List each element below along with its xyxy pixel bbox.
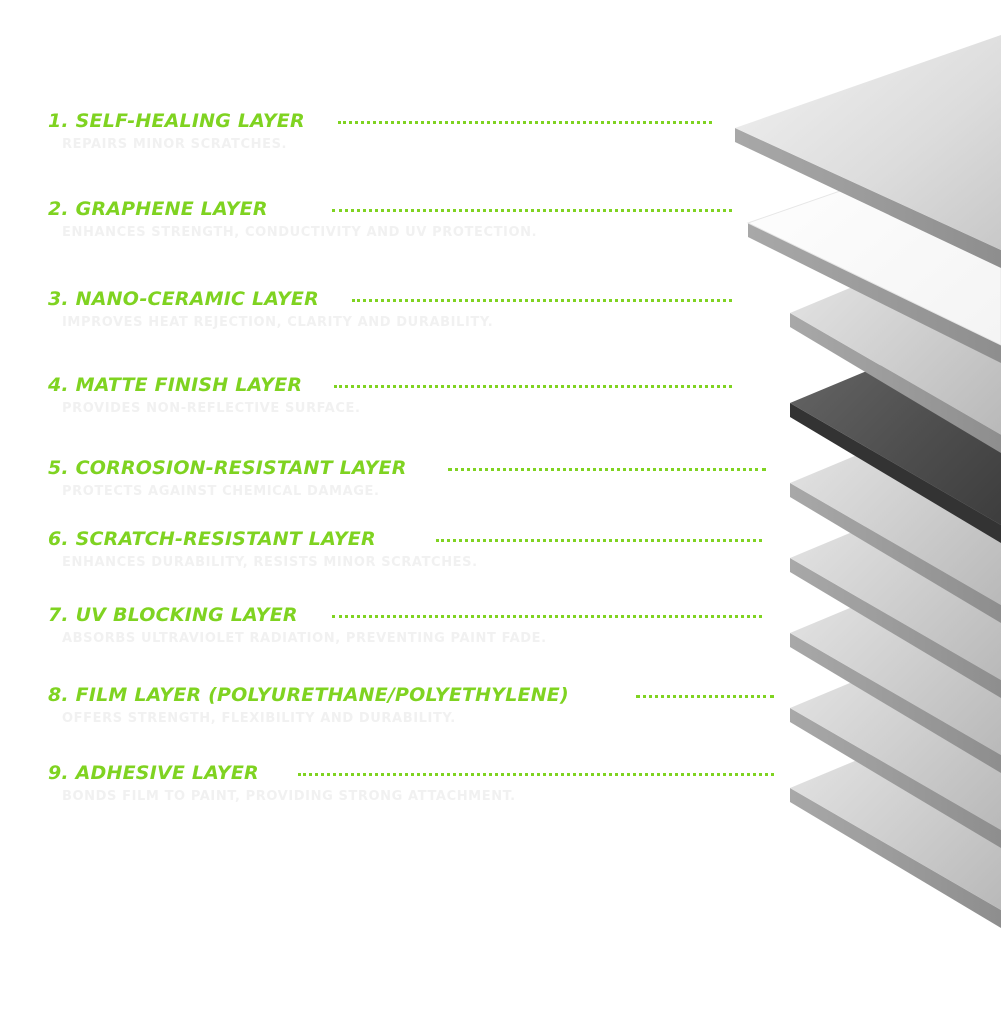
dotted-leader-line bbox=[436, 539, 762, 542]
layer-title: 9. ADHESIVE LAYER bbox=[48, 762, 259, 784]
layer-description: PROTECTS AGAINST CHEMICAL DAMAGE. bbox=[62, 484, 380, 499]
sheet-edge bbox=[735, 128, 1001, 268]
sheet-edge bbox=[790, 788, 1001, 928]
layer-title: 2. GRAPHENE LAYER bbox=[48, 198, 268, 220]
sheet-edge bbox=[790, 483, 1001, 623]
layer-description: ABSORBS ULTRAVIOLET RADIATION, PREVENTIN… bbox=[62, 631, 547, 646]
sheet-edge bbox=[790, 558, 1001, 698]
layer-description: BONDS FILM TO PAINT, PROVIDING STRONG AT… bbox=[62, 789, 516, 804]
layer-title: 6. SCRATCH-RESISTANT LAYER bbox=[48, 528, 376, 550]
layer-title: 4. MATTE FINISH LAYER bbox=[48, 374, 303, 396]
layer-description: IMPROVES HEAT REJECTION, CLARITY AND DUR… bbox=[62, 315, 494, 330]
layer-row-3: 3. NANO-CERAMIC LAYER IMPROVES HEAT REJEC… bbox=[0, 286, 790, 346]
layer-row-2: 2. GRAPHENE LAYER ENHANCES STRENGTH, COND… bbox=[0, 196, 790, 256]
dotted-leader-line bbox=[298, 773, 774, 776]
layer-row-8: 8. FILM LAYER (POLYURETHANE/POLYETHYLENE… bbox=[0, 682, 790, 742]
layer-row-1: 1. SELF-HEALING LAYER REPAIRS MINOR SCRAT… bbox=[0, 108, 790, 168]
sheet-edge bbox=[790, 708, 1001, 848]
sheet-face bbox=[735, 35, 1001, 250]
sheet-edge bbox=[790, 403, 1001, 543]
layer-row-9: 9. ADHESIVE LAYER BONDS FILM TO PAINT, PR… bbox=[0, 760, 790, 820]
layer-description: ENHANCES DURABILITY, RESISTS MINOR SCRAT… bbox=[62, 555, 478, 570]
dotted-leader-line bbox=[448, 468, 766, 471]
sheet-edge bbox=[790, 633, 1001, 773]
layer-title: 7. UV BLOCKING LAYER bbox=[48, 604, 298, 626]
layer-description: REPAIRS MINOR SCRATCHES. bbox=[62, 137, 288, 152]
layer-description: OFFERS STRENGTH, FLEXIBILITY AND DURABIL… bbox=[62, 711, 456, 726]
layer-title: 5. CORROSION-RESISTANT LAYER bbox=[48, 457, 407, 479]
layer-sheet-1 bbox=[735, 35, 1001, 268]
layer-row-4: 4. MATTE FINISH LAYER PROVIDES NON-REFLEC… bbox=[0, 372, 790, 432]
layer-row-7: 7. UV BLOCKING LAYER ABSORBS ULTRAVIOLET … bbox=[0, 602, 790, 662]
layer-title: 1. SELF-HEALING LAYER bbox=[48, 110, 305, 132]
layer-description: ENHANCES STRENGTH, CONDUCTIVITY AND UV P… bbox=[62, 225, 538, 240]
layer-row-5: 5. CORROSION-RESISTANT LAYER PROTECTS AGA… bbox=[0, 455, 790, 515]
layer-title: 3. NANO-CERAMIC LAYER bbox=[48, 288, 319, 310]
layer-title: 8. FILM LAYER (POLYURETHANE/POLYETHYLENE… bbox=[48, 684, 569, 706]
layer-description: PROVIDES NON-REFLECTIVE SURFACE. bbox=[62, 401, 361, 416]
layer-row-6: 6. SCRATCH-RESISTANT LAYER ENHANCES DURAB… bbox=[0, 526, 790, 586]
dotted-leader-line bbox=[338, 121, 712, 124]
sheet-edge bbox=[748, 223, 1001, 363]
dotted-leader-line bbox=[332, 209, 732, 212]
dotted-leader-line bbox=[636, 695, 774, 698]
dotted-leader-line bbox=[352, 299, 732, 302]
dotted-leader-line bbox=[334, 385, 732, 388]
dotted-leader-line bbox=[332, 615, 762, 618]
sheet-edge bbox=[790, 313, 1001, 453]
